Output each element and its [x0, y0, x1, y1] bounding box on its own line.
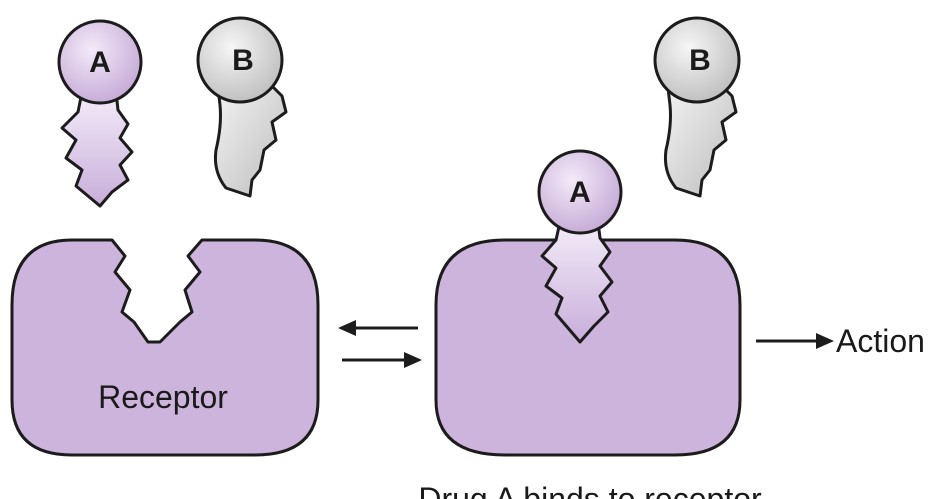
key-b-right-label: B: [689, 44, 711, 77]
forward-arrow: [342, 352, 422, 368]
key-a-bound: A: [537, 149, 623, 344]
receptor-right: [434, 238, 742, 457]
equilibrium-arrows: [338, 320, 422, 368]
receptor-left: Receptor: [10, 238, 320, 457]
key-b-right: B: [653, 16, 741, 198]
key-a-unbound: A: [57, 19, 143, 208]
key-a-label: A: [89, 46, 111, 79]
reverse-arrow: [338, 320, 418, 336]
key-a-bound-label: A: [569, 176, 591, 209]
key-b-unbound: B: [196, 16, 288, 198]
key-b-label: B: [232, 44, 254, 77]
receptor-label: Receptor: [98, 379, 228, 415]
action-label: Action: [836, 323, 925, 359]
action-arrow: [756, 333, 834, 349]
caption: Drug A binds to receptor: [418, 481, 762, 499]
